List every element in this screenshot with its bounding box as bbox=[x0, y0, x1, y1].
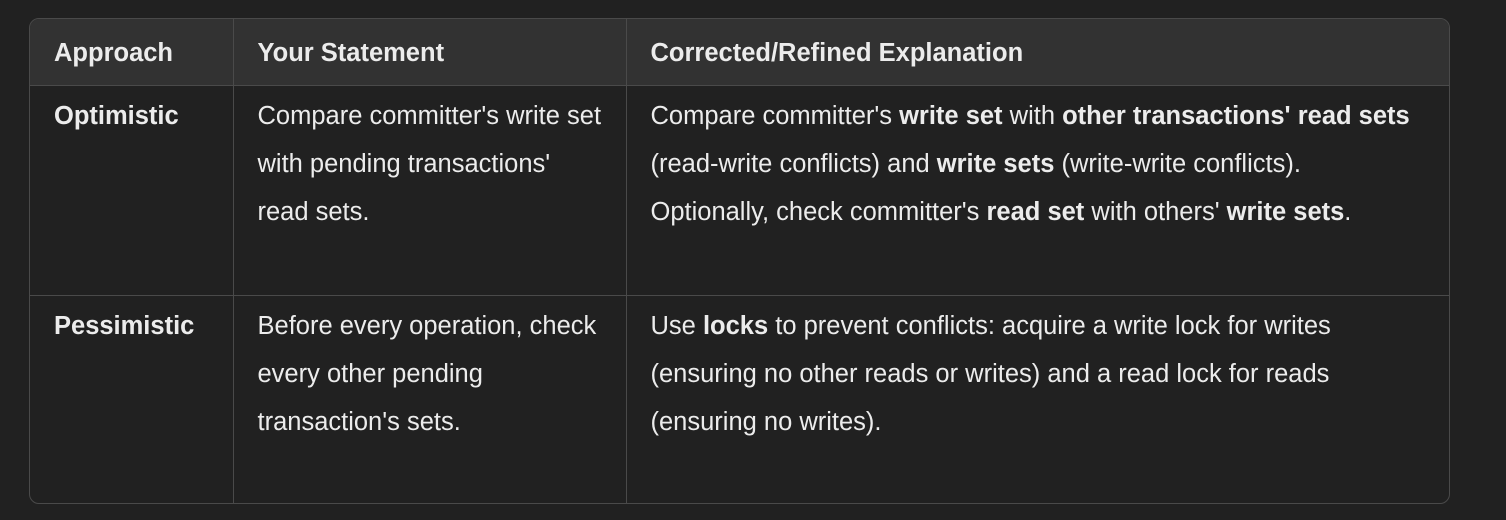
explanation-text: with bbox=[1002, 102, 1063, 130]
explanation-text: Use bbox=[650, 312, 703, 340]
cell-approach: Pessimistic bbox=[30, 295, 234, 503]
cell-statement: Compare committer's write set with pendi… bbox=[233, 85, 627, 296]
explanation-bold: locks bbox=[702, 312, 769, 340]
explanation-bold: other transactions' read sets bbox=[1062, 102, 1410, 130]
header-explanation: Corrected/Refined Explanation bbox=[626, 19, 1449, 86]
header-approach: Approach bbox=[30, 19, 234, 86]
cell-statement: Before every operation, check every othe… bbox=[233, 295, 627, 503]
comparison-table-container: Approach Your Statement Corrected/Refine… bbox=[29, 18, 1450, 504]
explanation-text: . bbox=[1344, 198, 1352, 226]
cell-explanation: Compare committer's write set with other… bbox=[626, 85, 1449, 296]
cell-explanation: Use locks to prevent conflicts: acquire … bbox=[626, 296, 1449, 504]
explanation-bold: write set bbox=[899, 102, 1003, 130]
comparison-table: Approach Your Statement Corrected/Refine… bbox=[30, 19, 1449, 504]
explanation-bold: read set bbox=[986, 198, 1085, 226]
explanation-text: (read-write conflicts) and bbox=[650, 150, 937, 178]
header-your-statement: Your Statement bbox=[233, 19, 627, 86]
explanation-text: (write-write conflicts). Optionally, che… bbox=[650, 150, 1301, 226]
explanation-text: Compare committer's bbox=[650, 102, 900, 130]
explanation-text: to prevent conflicts: acquire a write lo… bbox=[650, 312, 1331, 436]
explanation-bold: write sets bbox=[936, 150, 1055, 178]
cell-approach: Optimistic bbox=[30, 85, 234, 296]
explanation-text: with others' bbox=[1084, 198, 1227, 226]
table-row: Pessimistic Before every operation, chec… bbox=[30, 295, 1449, 504]
table-header-row: Approach Your Statement Corrected/Refine… bbox=[30, 19, 1449, 86]
explanation-bold: write sets bbox=[1226, 198, 1345, 226]
table-row: Optimistic Compare committer's write set… bbox=[30, 85, 1449, 296]
